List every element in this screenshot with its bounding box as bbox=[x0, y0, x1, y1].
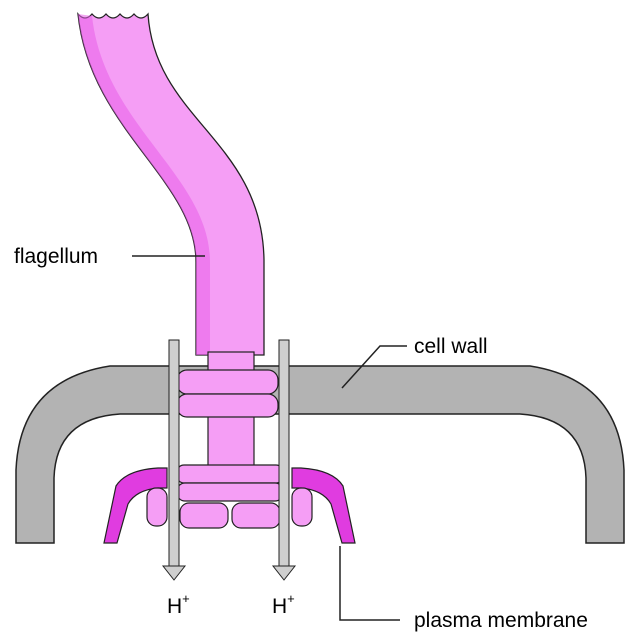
stator-right bbox=[292, 488, 312, 526]
proton-right-charge: + bbox=[287, 591, 295, 606]
plasma-membrane-leader-line bbox=[340, 546, 400, 620]
rod bbox=[208, 412, 254, 467]
flagellum bbox=[78, 14, 264, 355]
l-ring bbox=[177, 370, 278, 394]
p-ring bbox=[177, 394, 278, 417]
motor-rings bbox=[177, 465, 283, 528]
proton-label-right: H+ bbox=[272, 596, 295, 617]
flagellum-label: flagellum bbox=[14, 246, 98, 267]
proton-label-left: H+ bbox=[167, 596, 190, 617]
stator-left bbox=[147, 488, 167, 526]
cell-wall-band bbox=[16, 366, 624, 543]
proton-left-charge: + bbox=[182, 591, 190, 606]
plasma-membrane-label: plasma membrane bbox=[414, 610, 588, 631]
proton-right-base: H bbox=[272, 595, 287, 618]
cell-wall-label: cell wall bbox=[414, 336, 488, 357]
proton-left-base: H bbox=[167, 595, 182, 618]
